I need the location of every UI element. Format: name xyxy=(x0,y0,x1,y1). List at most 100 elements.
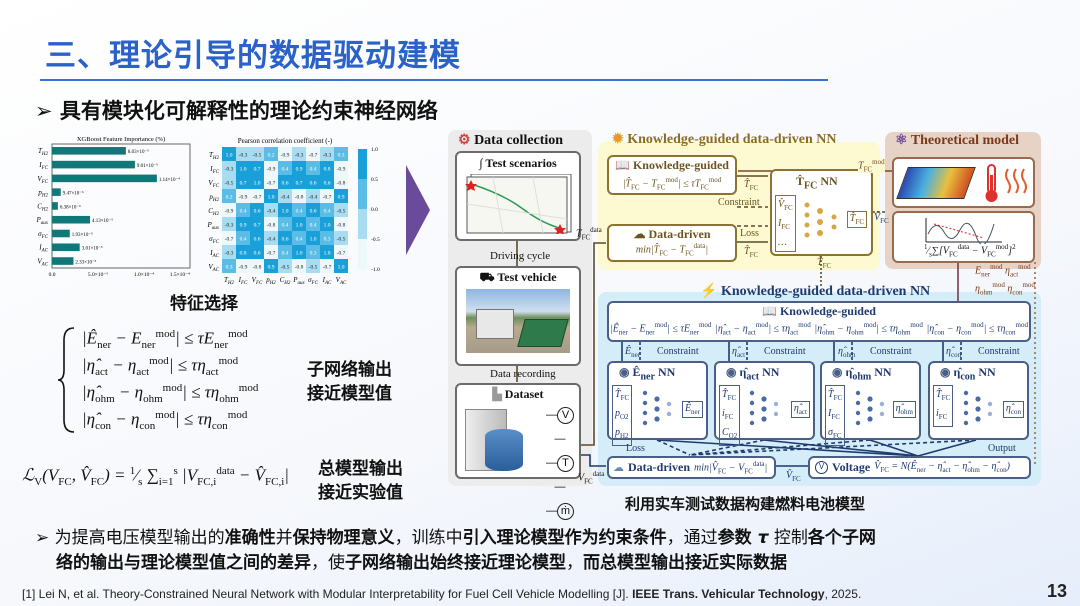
summary-line-1: ➢ 为提高电压模型输出的准确性并保持物理意义，训练中引入理论模型作为约束条件，通… xyxy=(35,526,876,551)
heatmap-cell xyxy=(334,203,348,217)
heatmap-cell-value: 0.4 xyxy=(324,209,331,215)
heatmap-row-label: IAC xyxy=(209,249,219,259)
brain-icon: ◉ xyxy=(619,365,630,379)
neural-network-icon xyxy=(855,390,885,426)
heatmap-cell-value: 0.7 xyxy=(296,181,303,187)
bar-value-label: 3.01×10⁻⁵ xyxy=(82,246,103,252)
title-divider xyxy=(40,79,828,81)
heatmap-cell xyxy=(278,203,292,217)
heatmap-cell xyxy=(334,217,348,231)
theory-title: ⚛ Theoretical model xyxy=(895,132,1019,149)
subnet-label: 子网络输出接近模型值 xyxy=(307,358,392,406)
heatmap-cell xyxy=(334,259,348,273)
thermal-loss-label: Loss xyxy=(740,228,759,239)
heatmap-cell-value: -0.4 xyxy=(309,195,318,201)
bar-value-label: 2.33×10⁻⁵ xyxy=(75,259,96,265)
heatmap-cell xyxy=(264,259,278,273)
heatmap-col-label: σFC xyxy=(308,276,319,286)
subnet-constraint-formula: |Êner − Enermod| ≤ τEnermod xyxy=(610,321,712,337)
heatmap-cell xyxy=(236,259,250,273)
nn-input: σFC xyxy=(828,427,842,440)
heatmap-cell xyxy=(250,161,264,175)
heatmap-cell xyxy=(278,147,292,161)
heatmap-cell xyxy=(334,189,348,203)
route-map-image xyxy=(465,173,572,235)
nn-input: … xyxy=(778,237,787,248)
subnet-output: η̂ohm xyxy=(892,401,916,418)
heatmap-cell-value: 1.0 xyxy=(338,265,345,271)
voltage-dd-box: ☁ Data-driven min|V̂FC − VFCdata| xyxy=(607,456,776,479)
heatmap-cell-value: -0.3 xyxy=(225,223,234,229)
heatmap-cell-value: -0.4 xyxy=(267,209,276,215)
heatmap-cell-value: -0.3 xyxy=(225,167,234,173)
subnet-nn-title: ◉ Êner NN xyxy=(619,365,706,382)
heatmap-col-label: VAC xyxy=(336,276,347,286)
heatmap-cell xyxy=(236,189,250,203)
heatmap-cell xyxy=(334,161,348,175)
heatmap-cell-value: 0.7 xyxy=(240,181,247,187)
colorbar-tick-label: 0.5 xyxy=(371,177,378,183)
x-tick-label: 1.0×10⁻⁴ xyxy=(134,272,154,278)
heatmap-cell xyxy=(236,217,250,231)
bar-value-label: 9.01×10⁻⁵ xyxy=(137,163,158,169)
constraint-formula: |Êner − Enermod| ≤ τEnermod xyxy=(82,328,248,352)
heatmap-cell-value: 0.2 xyxy=(268,153,275,159)
bar xyxy=(52,215,90,224)
heatmap-cell-value: 0.8 xyxy=(324,167,331,173)
voltage-kg-title: 📖 Knowledge-guided xyxy=(609,304,1029,319)
heatmap-cell-value: 0.7 xyxy=(254,223,261,229)
subnet-var-label: Êner xyxy=(625,346,641,359)
nn-input: IFC xyxy=(828,408,840,421)
heatmap-cell-value: -0.7 xyxy=(323,265,332,271)
colorbar-segment xyxy=(358,239,367,269)
heatmap-cell xyxy=(250,217,264,231)
bar xyxy=(52,229,70,238)
heatmap-cell xyxy=(292,147,306,161)
bar xyxy=(52,243,80,252)
total-label-line: 接近实验值 xyxy=(318,483,403,503)
heatmap-cell-value: 0.4 xyxy=(282,223,289,229)
loss-formula: ℒV(VFC, V̂FC) = 1⁄s ∑i=1s |VFC,idata − V… xyxy=(22,465,289,489)
brain-icon: ◉ xyxy=(940,365,951,379)
book-icon: 📖 xyxy=(615,158,630,172)
subnet-nn-name: η̂ohm NN xyxy=(845,365,892,383)
heatmap-cell-value: 0.9 xyxy=(296,167,303,173)
heatmap-cell xyxy=(264,147,278,161)
heatmap-cell-value: 0.4 xyxy=(296,237,303,243)
heatmap-cell xyxy=(222,245,236,259)
heatmap-cell xyxy=(306,231,320,245)
fuel-cell-stack-image xyxy=(896,167,976,199)
voltage-dd-formula: min|V̂FC − VFCdata| xyxy=(694,459,768,476)
fitting-formula: 1⁄s∑[VFCdata − VFCmod]2 xyxy=(924,243,1016,259)
heatmap-cell-value: 0.3 xyxy=(338,153,345,159)
bar-value-label: 1.14×10⁻⁴ xyxy=(159,177,180,183)
nn-input: iFC xyxy=(936,408,948,421)
heatmap-row-label: TH2 xyxy=(209,151,220,161)
bar-value-label: 8.03×10⁻⁵ xyxy=(128,149,149,155)
heatmap-cell-value: 0.6 xyxy=(310,181,317,187)
heatmap-cell-value: 0.4 xyxy=(282,167,289,173)
heatmap-cell-value: 0.4 xyxy=(296,209,303,215)
heatmap-cell xyxy=(264,245,278,259)
temperature-signal-icon: —T— xyxy=(541,451,579,499)
bar-category-label: TH2 xyxy=(38,147,49,157)
heatmap-cell-value: -0.7 xyxy=(225,237,234,243)
heatmap-cell xyxy=(306,147,320,161)
bar-category-label: Paux xyxy=(35,216,48,226)
heatmap-cell xyxy=(292,175,306,189)
nn-input: T̂FC xyxy=(936,389,951,402)
heatmap-row-label: IFC xyxy=(209,165,219,175)
v-data-label: VFCdata xyxy=(578,470,605,486)
heatmap-cell xyxy=(306,175,320,189)
bar xyxy=(52,160,135,169)
subnet-constraint-label: Constraint xyxy=(870,346,912,357)
heatmap-cell xyxy=(320,189,334,203)
bar-category-label: IAC xyxy=(38,244,48,254)
bar xyxy=(52,188,61,196)
heatmap-cell xyxy=(278,231,292,245)
heatmap-cell xyxy=(236,245,250,259)
